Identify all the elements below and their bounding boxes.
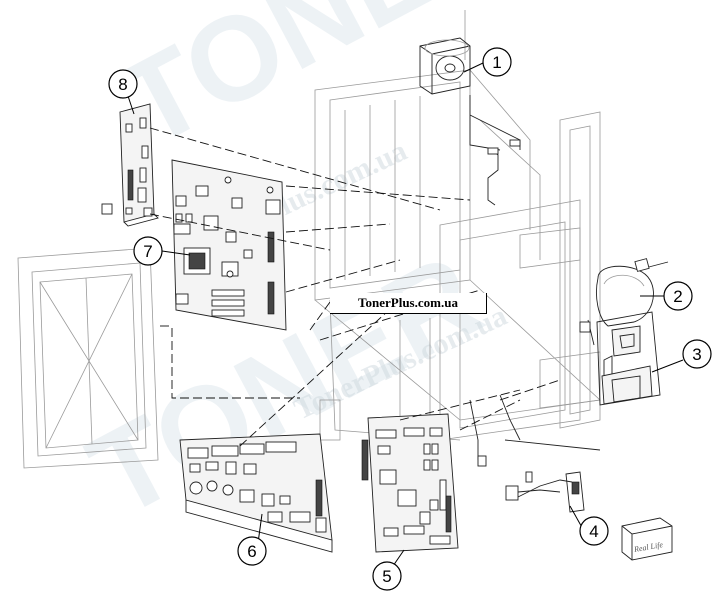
- part-1-fan: [419, 10, 521, 206]
- svg-text:8: 8: [118, 75, 127, 94]
- part-5-controller-board: [361, 413, 459, 553]
- callout-3: 3: [682, 339, 712, 369]
- side-panel: [17, 247, 159, 469]
- callout-2: 2: [663, 281, 693, 311]
- part-8-daughter-board: [101, 103, 159, 227]
- assembly-dash-lines: [149, 127, 561, 447]
- part-3-sensor-assembly: [596, 311, 661, 406]
- svg-text:1: 1: [492, 53, 501, 72]
- site-label: TonerPlus.com.ua: [330, 293, 487, 314]
- svg-text:2: 2: [673, 287, 682, 306]
- part-2-motor: [579, 258, 669, 346]
- callout-5: 5: [372, 561, 402, 591]
- callout-1: 1: [482, 47, 512, 77]
- part-4-connector-harness: [469, 394, 601, 513]
- callout-7: 7: [133, 236, 163, 266]
- callout-4: 4: [579, 516, 609, 546]
- callout-6: 6: [237, 536, 267, 566]
- svg-text:5: 5: [382, 567, 391, 586]
- svg-text:3: 3: [692, 345, 701, 364]
- svg-text:7: 7: [143, 242, 152, 261]
- part-7-logic-board: [171, 159, 287, 331]
- svg-text:6: 6: [247, 542, 256, 561]
- box-label: Real Life: [632, 540, 664, 554]
- part-4-box: Real Life: [621, 517, 673, 561]
- svg-text:4: 4: [589, 522, 598, 541]
- callout-8: 8: [108, 69, 138, 99]
- part-6-power-board: [179, 433, 333, 553]
